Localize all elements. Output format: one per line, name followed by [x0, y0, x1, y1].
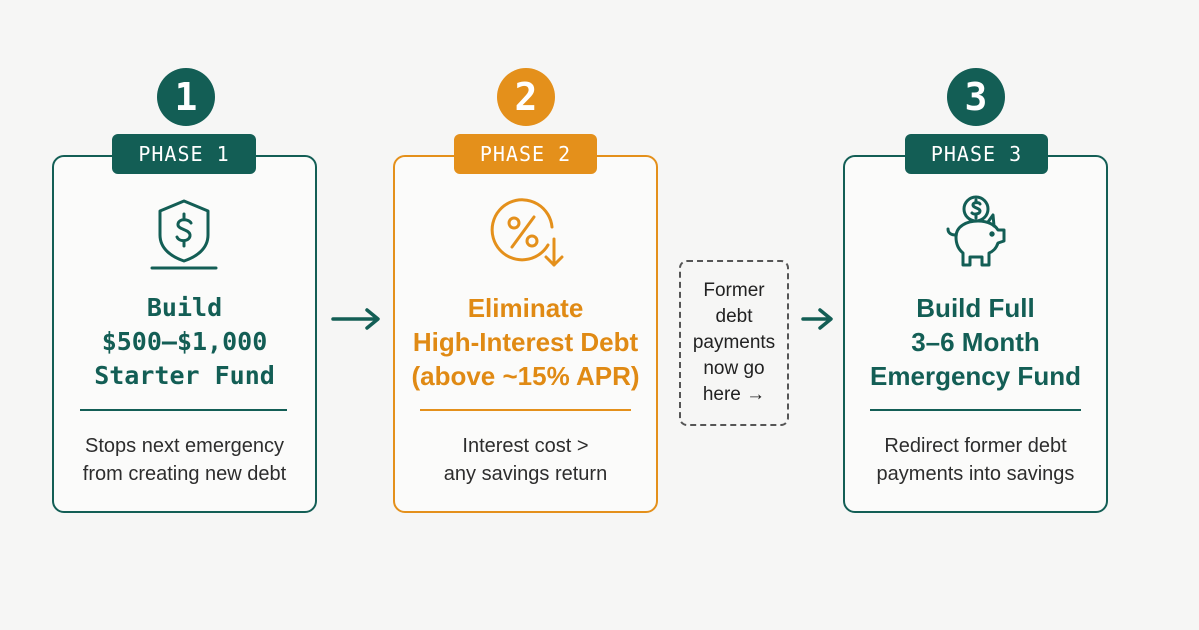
phase-3-description: Redirect former debt payments into savin… — [843, 432, 1108, 488]
phase-1-description: Stops next emergency from creating new d… — [52, 432, 317, 488]
phase-2-desc-line: Interest cost > — [462, 435, 589, 457]
phase-1-title-line: $500–$1,000 — [101, 327, 268, 356]
arrow-right-icon — [331, 308, 380, 330]
phase-3-tag: PHASE 3 — [905, 134, 1048, 174]
phase-1-title-line: Build — [146, 293, 223, 322]
phase-3-title-line: Build Full — [916, 293, 1035, 323]
phase-3-desc-line: Redirect former debt — [884, 435, 1067, 457]
step-3-number: 3 — [947, 68, 1005, 126]
note-line: payments — [692, 332, 776, 353]
phase-3-desc-line: payments into savings — [876, 463, 1075, 485]
note-line: now go — [703, 358, 765, 379]
phase-2-divider — [420, 409, 631, 411]
phase-3-title-line: 3–6 Month — [911, 327, 1040, 357]
note-line: debt — [715, 306, 753, 327]
phase-3-title-line: Emergency Fund — [870, 361, 1081, 391]
phase-2-title-line: (above ~15% APR) — [411, 361, 640, 391]
phase-1-desc-line: from creating new debt — [82, 463, 287, 485]
phase-2-card — [393, 155, 658, 513]
phase-2-title: Eliminate High-Interest Debt (above ~15%… — [393, 291, 658, 393]
step-1-number: 1 — [157, 68, 215, 126]
phase-1-tag: PHASE 1 — [112, 134, 256, 174]
phase-2-desc-line: any savings return — [443, 463, 608, 485]
phase-2-title-line: Eliminate — [467, 293, 584, 323]
piggy-bank-icon — [946, 195, 1006, 267]
phase-1-title-line: Starter Fund — [94, 361, 275, 390]
percent-down-icon — [490, 198, 564, 267]
phase-2-description: Interest cost > any savings return — [393, 432, 658, 488]
phase-2-title-line: High-Interest Debt — [412, 327, 639, 357]
redirect-note: Former debt payments now go here → — [679, 260, 789, 426]
phase-3-title: Build Full 3–6 Month Emergency Fund — [843, 291, 1108, 393]
phase-1-desc-line: Stops next emergency — [85, 435, 284, 457]
phase-3-divider — [870, 409, 1081, 411]
shield-dollar-icon — [150, 199, 218, 270]
phase-1-divider — [80, 409, 287, 411]
phase-1-title: Build $500–$1,000 Starter Fund — [52, 291, 317, 393]
note-line: here → — [702, 384, 766, 405]
step-2-number: 2 — [497, 68, 555, 126]
arrow-right-icon — [801, 308, 833, 330]
note-line: Former — [703, 280, 765, 301]
phase-2-tag: PHASE 2 — [454, 134, 597, 174]
